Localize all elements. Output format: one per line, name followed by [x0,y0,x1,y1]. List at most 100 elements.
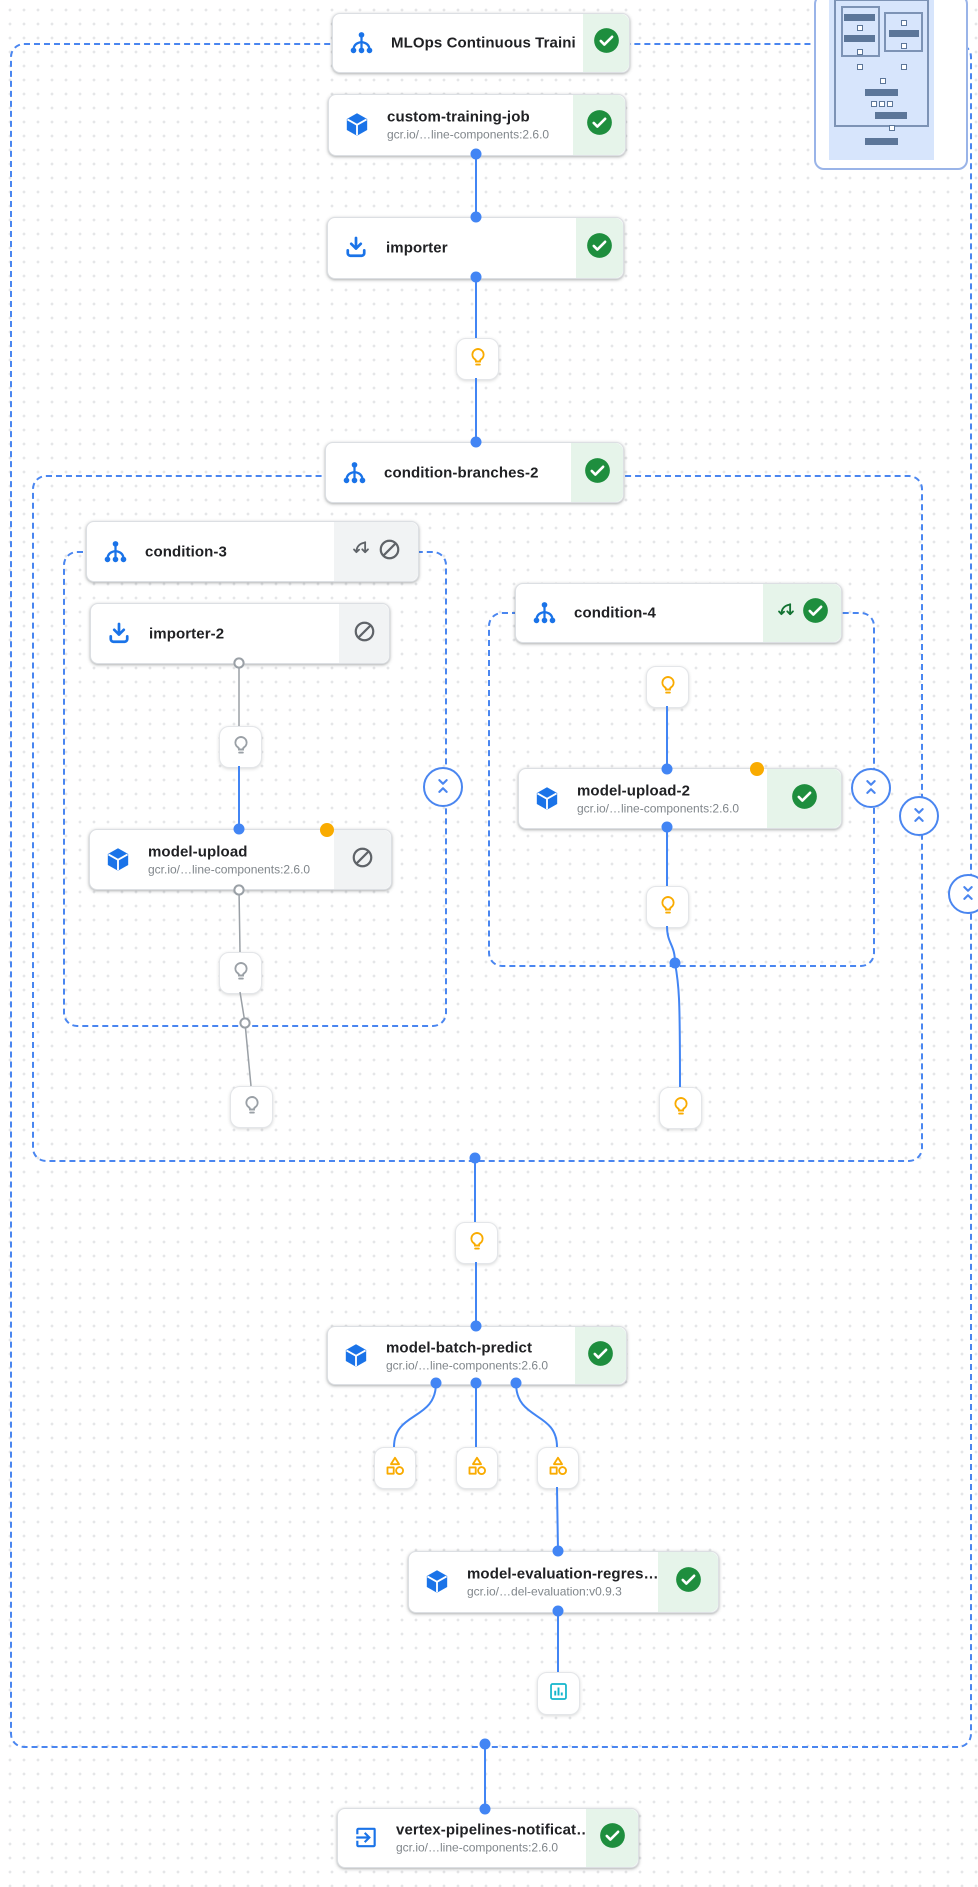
node-title: model-batch-predict [386,1339,533,1356]
collapse-group-condition-4-button[interactable] [851,768,891,808]
minimap-group-rect [834,0,929,127]
minimap-chip-square [857,64,863,70]
node-title: importer-2 [149,625,225,642]
lightbulb-icon [466,345,490,374]
artifact-node[interactable] [374,1447,416,1489]
node-title: model-upload [148,843,248,860]
node-title: condition-branches-2 [384,464,539,481]
unfold-less-icon [957,882,978,907]
pipeline-branch-icon [531,600,558,627]
collapse-group-condition-3-button[interactable] [423,767,463,807]
minimap-node-bar [844,35,875,42]
minimap-node-bar [865,138,898,145]
minimap-chip-square [857,49,863,55]
condition-output-node-skipped[interactable] [219,726,262,768]
lightbulb-icon [240,1093,264,1122]
importer-download-icon [343,235,370,262]
node-importer[interactable]: importer [327,217,624,279]
node-condition-branches-2[interactable]: condition-branches-2 [325,442,624,503]
artifact-category-icon [384,1455,406,1482]
node-subtitle: gcr.io/…line-components:2.6.0 [148,862,311,876]
condition-output-node-skipped[interactable] [219,952,262,994]
node-subtitle: gcr.io/…line-components:2.6.0 [386,1358,549,1372]
condition-output-node[interactable] [646,886,689,928]
status-badge [575,1327,626,1384]
minimap-node-bar [844,14,875,21]
success-check-icon [584,457,611,489]
condition-output-node-skipped[interactable] [230,1086,273,1128]
condition-output-node[interactable] [646,666,689,708]
branch-taken-icon [775,600,797,627]
node-importer-2[interactable]: importer-2 [90,603,390,664]
success-check-icon [802,597,829,629]
success-check-icon [587,1340,614,1372]
lightbulb-icon [465,1229,489,1258]
node-model-batch-predict[interactable]: model-batch-predict gcr.io/…line-compone… [327,1326,627,1385]
skipped-icon [350,845,375,875]
success-check-icon [675,1566,702,1598]
status-badge [334,830,391,889]
node-vertex-pipelines-notification[interactable]: vertex-pipelines-notificat… gcr.io/…line… [337,1808,639,1868]
success-check-icon [586,109,613,141]
unfold-less-icon [908,804,930,829]
status-badge [576,218,623,278]
minimap-chip-square [889,125,895,131]
collapse-group-pipeline-root-button[interactable] [948,874,978,914]
minimap-chip-square [857,25,863,31]
condition-output-node[interactable] [455,1222,498,1264]
status-badge [571,443,623,502]
pipeline-branch-icon [348,30,375,57]
skipped-icon [377,537,402,567]
node-mlops-continuous-training[interactable]: MLOps Continuous Traini… [332,13,630,73]
component-cube-icon [534,785,561,812]
minimap-group-rect [884,12,923,52]
minimap-group-rect [841,6,880,57]
collapse-group-condition-branches-2-button[interactable] [899,796,939,836]
minimap[interactable] [814,0,968,170]
condition-output-node[interactable] [659,1087,702,1129]
branch-taken-icon [350,538,372,565]
component-cube-icon [424,1569,451,1596]
node-model-upload[interactable]: model-upload gcr.io/…line-components:2.6… [89,829,392,890]
status-badge [586,1809,638,1867]
success-check-icon [791,783,818,815]
status-badge [334,522,418,581]
minimap-chip-square [887,101,893,107]
unfold-less-icon [860,776,882,801]
lightbulb-icon [669,1094,693,1123]
artifact-node[interactable] [537,1447,579,1489]
node-custom-training-job[interactable]: custom-training-job gcr.io/…line-compone… [328,94,626,156]
exit-icon [353,1825,380,1852]
lightbulb-icon [229,733,253,762]
metrics-chart-icon [547,1680,570,1708]
node-condition-3[interactable]: condition-3 [86,521,419,582]
node-title: MLOps Continuous Traini… [391,34,578,52]
condition-output-node[interactable] [456,338,499,380]
node-title: condition-3 [145,543,227,560]
importer-download-icon [106,620,133,647]
lightbulb-icon [656,893,680,922]
minimap-chip-square [901,43,907,49]
status-badge [583,14,629,72]
status-badge [763,584,841,642]
pipeline-branch-icon [341,459,368,486]
node-model-upload-2[interactable]: model-upload-2 gcr.io/…line-components:2… [518,768,842,829]
node-model-evaluation-regression[interactable]: model-evaluation-regres… gcr.io/…del-eva… [408,1551,719,1613]
lightbulb-icon [656,673,680,702]
component-cube-icon [344,112,371,139]
pipeline-branch-icon [102,538,129,565]
node-subtitle: gcr.io/…line-components:2.6.0 [577,801,740,815]
component-cube-icon [105,846,132,873]
artifact-node[interactable] [456,1447,498,1489]
success-check-icon [586,232,613,264]
node-subtitle: gcr.io/…line-components:2.6.0 [396,1840,559,1855]
node-title: custom-training-job [387,108,530,126]
artifact-category-icon [547,1455,569,1482]
metrics-artifact-node[interactable] [537,1672,580,1715]
minimap-chip-square [879,101,885,107]
node-condition-4[interactable]: condition-4 [515,583,842,643]
skipped-icon [352,619,377,649]
minimap-chip-square [880,78,886,84]
status-badge [573,95,625,155]
